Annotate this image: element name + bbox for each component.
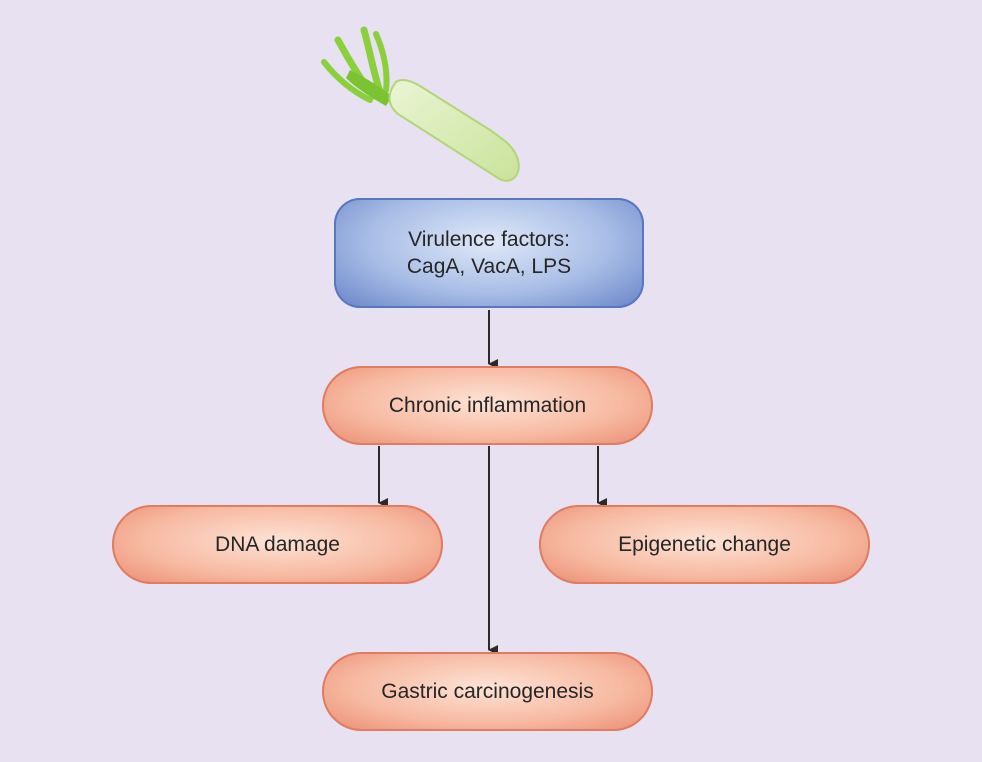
node-chronic-inflammation: Chronic inflammation <box>322 366 653 445</box>
node-epigenetic-change: Epigenetic change <box>539 505 870 584</box>
virulence-line-1: Virulence factors: <box>408 228 570 251</box>
node-gastric-carcinogenesis: Gastric carcinogenesis <box>322 652 653 731</box>
dna-damage-label: DNA damage <box>215 533 340 556</box>
chronic-inflammation-label: Chronic inflammation <box>388 394 587 417</box>
node-virulence-factors: Virulence factors: CagA, VacA, LPS <box>334 198 644 308</box>
gastric-carcinogenesis-label: Gastric carcinogenesis <box>381 680 594 703</box>
bacterium-icon <box>321 26 520 182</box>
node-dna-damage: DNA damage <box>112 505 443 584</box>
epigenetic-change-label: Epigenetic change <box>618 533 791 556</box>
virulence-line-2: CagA, VacA, LPS <box>406 255 572 278</box>
